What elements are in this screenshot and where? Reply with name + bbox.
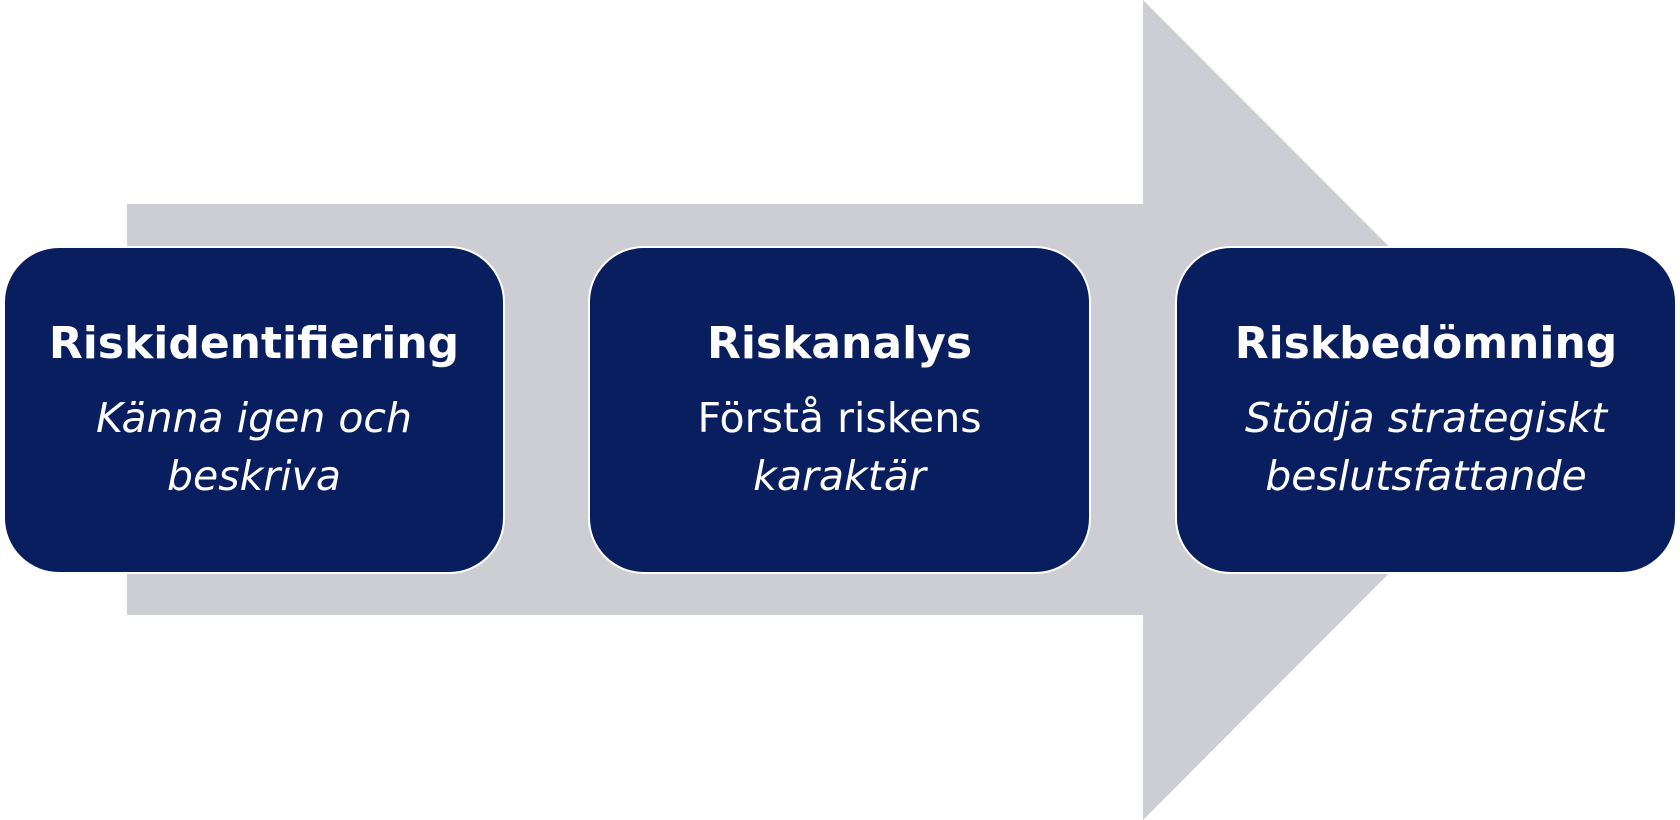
step-subtitle: Förstå riskens karaktär [630,389,1050,505]
step-subtitle: Stödja strategiskt beslutsfattande [1216,389,1636,505]
step-title: Riskanalys [706,318,973,369]
step-subtitle: Känna igen och beskriva [44,389,464,505]
step-box-riskidentifiering: Riskidentifiering Känna igen och beskriv… [3,246,505,574]
step-subtitle-text: Förstå riskens [697,394,982,442]
step-subtitle-text: Stödja strategiskt beslutsfattande [1244,394,1608,500]
step-box-riskanalys: Riskanalys Förstå riskens karaktär [588,246,1091,574]
step-subtitle-emphasis: karaktär [753,452,926,500]
step-box-riskbedomning: Riskbedömning Stödja strategiskt besluts… [1175,246,1677,574]
step-subtitle-text: Känna igen och beskriva [96,394,412,500]
step-title: Riskbedömning [1234,318,1618,369]
step-title: Riskidentifiering [48,318,460,369]
